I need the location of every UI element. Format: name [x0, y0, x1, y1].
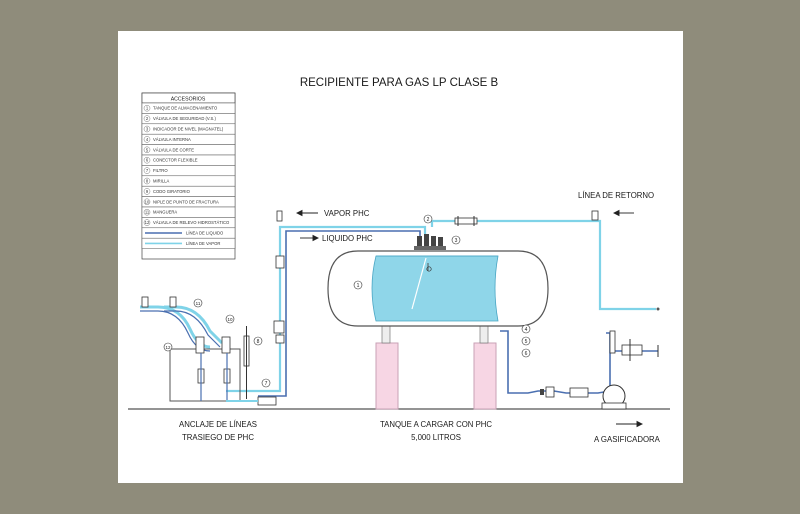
- anclaje-label-2: TRASIEGO DE PHC: [182, 433, 254, 442]
- legend-item-text: CONECTOR FLEXIBLE: [153, 158, 198, 163]
- legend-item-text: TANQUE DE ALMACENAMIENTO: [153, 106, 218, 111]
- anchorage-hoses: [140, 296, 258, 402]
- legend-item-text: NIPLE DE PUNTO DE FRACTURA: [153, 199, 219, 204]
- legend-item-number: 6: [146, 158, 149, 163]
- callout-2-label: 2: [427, 217, 430, 223]
- legend-item-text: INDICADOR DE NIVEL (MAGNATEL): [153, 127, 224, 132]
- vapor-label: VAPOR PHC: [324, 209, 370, 218]
- legend-item-number: 7: [146, 168, 149, 173]
- diagram-sheet: RECIPIENTE PARA GAS LP CLASE B ACCESORIO…: [118, 31, 683, 483]
- vapor-line: [226, 219, 656, 393]
- legend-line-row: LÍNEA DE VAPOR: [141, 237, 236, 249]
- legend-item-text: MANGUERA: [153, 210, 177, 215]
- legend-row: 1 TANQUE DE ALMACENAMIENTO: [141, 102, 236, 114]
- callout-12-label: 12: [165, 345, 171, 350]
- callout-4-label: 4: [525, 327, 528, 333]
- tank-top-valves: [414, 234, 446, 250]
- legend-line-row: LÍNEA DE LIQUIDO: [141, 227, 236, 239]
- legend-item-number: 11: [145, 210, 150, 215]
- tank-support-left: [375, 342, 399, 410]
- callout-8: [253, 336, 263, 346]
- legend-item-number: 5: [146, 147, 149, 152]
- left-fittings: [243, 210, 285, 406]
- callout-6: [521, 348, 531, 358]
- legend-rows: 1 TANQUE DE ALMACENAMIENTO 2 VÁLVULA DE SEG…: [141, 102, 236, 249]
- callout-8-label: 8: [257, 339, 260, 345]
- callout-1: [353, 280, 363, 290]
- callout-11: [193, 298, 203, 308]
- legend-item-text: VÁLVULA DE CORTE: [153, 147, 194, 152]
- diagram-title: RECIPIENTE PARA GAS LP CLASE B: [300, 77, 499, 89]
- callout-10-label: 10: [227, 317, 233, 322]
- legend-row: 4 VÁLVULA INTERNA: [141, 133, 236, 145]
- tank-support-right: [473, 342, 497, 410]
- legend-row: 9 CODO GIRATORIO: [141, 185, 236, 197]
- legend-item-text: VÁLVULA DE RELEVO HIDROSTÁTICO: [153, 220, 230, 225]
- callout-10: [225, 314, 235, 324]
- callout-3: [451, 235, 461, 245]
- legend-row: 5 VÁLVULA DE CORTE: [141, 144, 236, 156]
- legend-row: 6 CONECTOR FLEXIBLE: [141, 154, 236, 166]
- legend-line-text: LÍNEA DE LIQUIDO: [186, 231, 224, 236]
- callout-3-label: 3: [455, 238, 458, 244]
- legend-row: 8 MIRILLA: [141, 175, 236, 187]
- gasificadora-label: A GASIFICADORA: [594, 435, 661, 444]
- legend-row: 3 INDICADOR DE NIVEL (MAGNATEL): [141, 123, 236, 135]
- callout-11-label: 11: [196, 301, 201, 306]
- callout-12: [163, 342, 173, 352]
- return-line-fittings: [454, 210, 660, 410]
- legend-item-text: CODO GIRATORIO: [153, 189, 191, 194]
- legend-row: 7 FILTRO: [141, 165, 236, 177]
- legend-header: ACCESORIOS: [171, 97, 206, 103]
- tank-liquid: [371, 255, 499, 322]
- legend-item-number: 10: [145, 199, 150, 204]
- callout-5: [521, 336, 531, 346]
- retorno-label: LÍNEA DE RETORNO: [578, 191, 654, 200]
- legend-item-number: 8: [146, 179, 149, 184]
- legend-line-text: LÍNEA DE VAPOR: [186, 241, 220, 246]
- legend-item-number: 9: [146, 189, 149, 194]
- legend-item-number: 2: [146, 116, 149, 121]
- flow-arrows: [295, 209, 644, 428]
- callout-4: [521, 324, 531, 334]
- legend-item-number: 1: [146, 106, 149, 111]
- legend-item-text: FILTRO: [153, 168, 168, 173]
- callout-5-label: 5: [525, 339, 528, 345]
- callout-7-label: 7: [265, 381, 268, 387]
- tanque-label-1: TANQUE A CARGAR CON PHC: [380, 420, 492, 429]
- callout-7: [261, 378, 271, 388]
- liquido-label: LIQUIDO PHC: [322, 234, 373, 243]
- piping-diagram: RECIPIENTE PARA GAS LP CLASE B ACCESORIO…: [128, 77, 670, 444]
- callout-1-label: 1: [357, 283, 360, 289]
- legend-item-number: 12: [145, 220, 150, 225]
- callouts: 1 2 3 4 5 6 7 8 10 11 12: [163, 214, 531, 388]
- storage-tank: [327, 250, 549, 327]
- legend-item-text: VÁLVULA INTERNA: [153, 137, 191, 142]
- legend-item-number: 3: [146, 127, 149, 132]
- anclaje-label-1: ANCLAJE DE LÍNEAS: [179, 420, 257, 429]
- legend-item-text: MIRILLA: [153, 179, 169, 184]
- callout-2: [423, 214, 433, 224]
- tanque-label-2: 5,000 LITROS: [411, 433, 461, 442]
- legend-item-text: VÁLVULA DE SEGURIDAD (V.S.): [153, 116, 216, 121]
- legend-item-number: 4: [146, 137, 149, 142]
- callout-6-label: 6: [525, 351, 528, 357]
- legend-row: 2 VÁLVULA DE SEGURIDAD (V.S.): [141, 113, 236, 125]
